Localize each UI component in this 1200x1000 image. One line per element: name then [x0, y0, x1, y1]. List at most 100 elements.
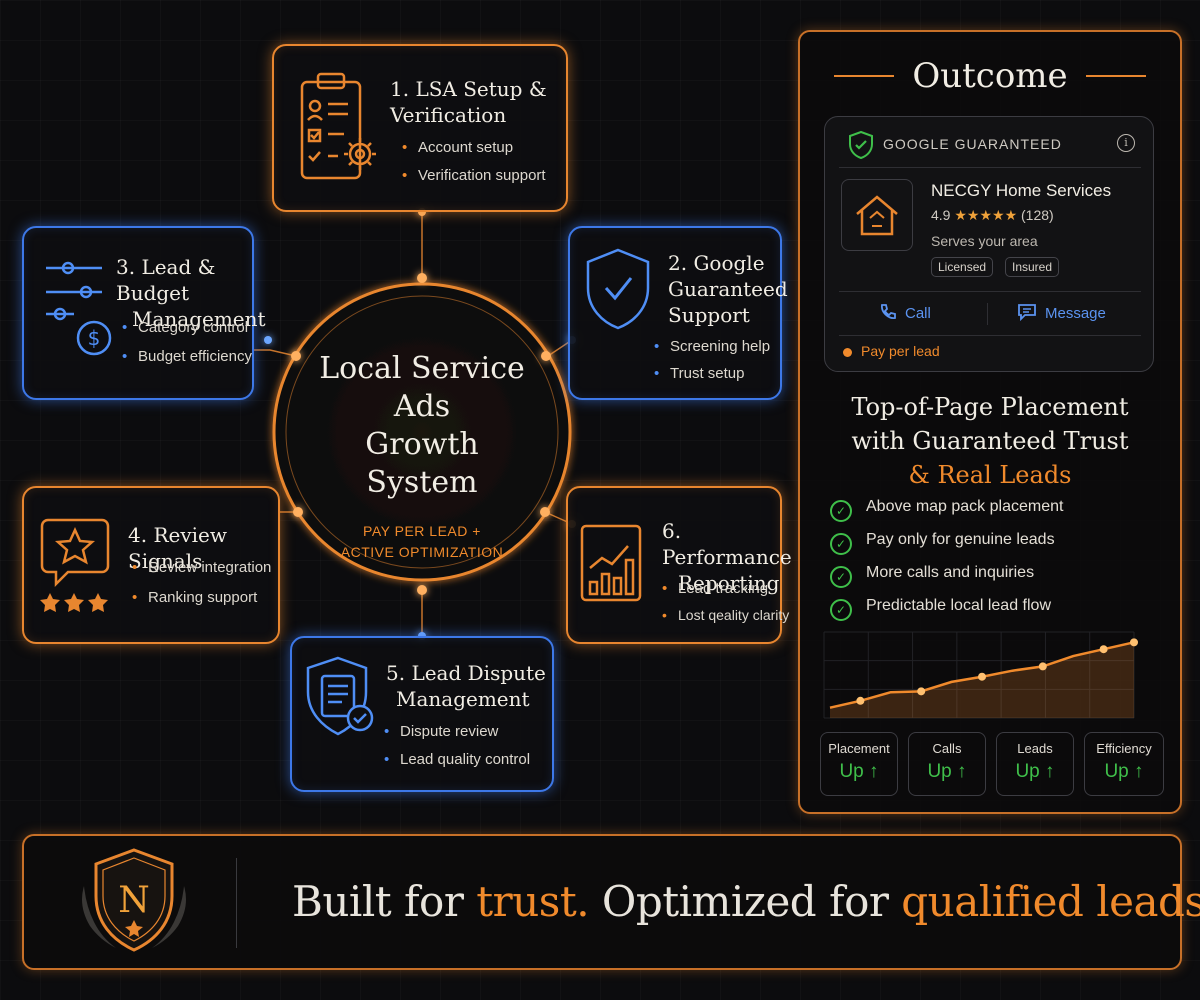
card-1-bullet-1: Account setup: [402, 139, 513, 156]
footer-tagline: Built for trust. Optimized for qualified…: [292, 876, 1200, 928]
info-icon[interactable]: i: [1117, 134, 1135, 152]
metric-label: Calls: [932, 741, 962, 756]
message-button[interactable]: Message: [1017, 303, 1106, 322]
metric-label: Placement: [828, 741, 890, 756]
arrow-up-icon: ↑: [1039, 761, 1055, 782]
card-2-title-line-3: Support: [668, 303, 750, 327]
metric-value: Up ↑: [821, 761, 897, 783]
card-2-bullet-2: Trust setup: [654, 365, 744, 382]
headline-line-1: Top-of-Page Placement: [851, 393, 1129, 421]
footer-banner: N Built for trust. Optimized for qualifi…: [22, 834, 1200, 970]
card-4-bullet-1: Review integration: [132, 559, 271, 576]
outcome-heading-row: Outcome: [800, 56, 1180, 96]
card-lead-budget: $ 3. Lead & Budget Management Category c…: [22, 226, 266, 400]
call-button[interactable]: Call: [879, 303, 931, 322]
check-item: ✓Predictable local lead flow: [830, 597, 1160, 630]
card-1-bullet-2: Verification support: [402, 167, 546, 184]
card-review-signals: 4. Review Signals Review integration Ran…: [22, 486, 280, 644]
pay-per-lead-note: Pay per lead: [861, 343, 940, 359]
heading-divider-right: [1086, 75, 1147, 77]
trend-point: [1130, 638, 1138, 647]
business-logo: [841, 179, 913, 251]
business-name: NECGY Home Services: [931, 181, 1112, 200]
guaranteed-badge: GOOGLE GUARANTEED: [883, 136, 1062, 152]
card-3-bullet-1: Category control: [122, 319, 248, 336]
card-6-bullet-1: Lead tracking: [662, 580, 768, 597]
ad-divider-top: [839, 167, 1141, 168]
svg-text:$: $: [88, 326, 101, 350]
action-divider: [987, 303, 988, 325]
metric-placement: Placement Up ↑: [820, 732, 898, 796]
card-4-bullet-2: Ranking support: [132, 589, 257, 606]
verified-shield-icon: [849, 130, 873, 160]
hub-title-line-1: Local Service Ads: [319, 351, 525, 424]
checklist: ✓Above map pack placement ✓ Pay only for …: [830, 498, 1160, 630]
card-google-guaranteed: 2. Google Guaranteed Support Screening h…: [568, 226, 788, 400]
check-icon: ✓: [830, 566, 852, 588]
shield-document-icon: [306, 656, 374, 736]
metric-label: Efficiency: [1096, 741, 1152, 756]
tag-insured: Insured: [1005, 257, 1060, 277]
check-text: Predictable local lead flow: [866, 597, 1051, 614]
card-6-bullet-2: Lost qeality clarity: [662, 607, 789, 623]
phone-icon: [881, 304, 896, 319]
metric-value-text: Up: [1104, 761, 1129, 782]
hub-subtitle-line-1: PAY PER LEAD +: [363, 523, 481, 539]
ad-divider-mid: [839, 291, 1141, 292]
card-performance-reporting: 6. Performance Reporting Lead tracking L…: [566, 486, 792, 644]
card-3-bullet-2: Budget efficiency: [122, 348, 252, 365]
trend-point: [1038, 662, 1047, 671]
outcome-headline: Top-of-Page Placement with Guaranteed Tr…: [800, 390, 1180, 492]
card-1-title-line-1: 1. LSA Setup &: [390, 77, 547, 101]
shield-crest-logo: N: [82, 848, 186, 952]
clipboard-gear-icon: [300, 72, 376, 180]
trend-point: [1099, 645, 1108, 654]
metric-value: Up ↑: [1085, 761, 1163, 783]
house-icon: [856, 195, 898, 236]
card-lsa-setup: 1. LSA Setup & Verification Account setu…: [272, 44, 568, 212]
rating-value: 4.9: [931, 207, 951, 223]
metric-efficiency: Efficiency Up ↑: [1084, 732, 1164, 796]
tagline-part-1: Built for: [292, 877, 477, 926]
heading-divider-left: [833, 75, 894, 77]
check-text: Pay only for genuine leads: [866, 531, 1055, 548]
card-3-title-line-1: 3. Lead & Budget: [116, 255, 216, 305]
lsa-ad-card: GOOGLE GUARANTEED i NECGY Home Services …: [824, 116, 1154, 372]
metric-value: Up ↑: [997, 761, 1073, 783]
check-icon: ✓: [830, 500, 852, 522]
trend-point: [856, 696, 865, 705]
rating-row: 4.9 ★★★★★ (128): [931, 207, 1054, 224]
star-review-icon: [40, 518, 110, 612]
metric-value-text: Up: [927, 761, 952, 782]
check-item: ✓ Pay only for genuine leads: [830, 531, 1160, 564]
hub-subtitle-line-2: ACTIVE OPTIMIZATION: [340, 544, 504, 560]
review-count: (128): [1021, 207, 1054, 223]
metrics-row: Placement Up ↑ Calls Up ↑ Leads Up ↑ Eff…: [820, 732, 1164, 796]
metric-label: Leads: [1017, 741, 1053, 756]
chart-report-icon: [580, 524, 642, 602]
card-5-title-line-2: Management: [396, 687, 530, 711]
card-1-title-line-2: Verification: [390, 103, 507, 127]
hub: Local Service Ads Growth System PAY PER …: [290, 350, 554, 562]
shield-check-icon: [586, 248, 650, 330]
tag-licensed: Licensed: [931, 257, 994, 277]
card-5-bullet-2: Lead quality control: [384, 751, 530, 768]
serves-area: Serves your area: [931, 233, 1038, 249]
check-icon: ✓: [830, 533, 852, 555]
card-2-title-line-1: 2. Google: [668, 251, 765, 275]
metric-value-text: Up: [1015, 761, 1040, 782]
hub-title-line-3: System: [366, 465, 478, 500]
metric-leads: Leads Up ↑: [996, 732, 1074, 796]
metric-calls: Calls Up ↑: [908, 732, 986, 796]
card-6-title-line-1: 6. Performance: [662, 519, 792, 569]
call-label: Call: [905, 305, 931, 322]
arrow-up-icon: ↑: [951, 761, 967, 782]
outcome-heading: Outcome: [912, 56, 1068, 96]
check-item: ✓Above map pack placement: [830, 498, 1160, 531]
arrow-up-icon: ↑: [1128, 761, 1144, 782]
ad-divider-bottom: [839, 335, 1141, 336]
ppl-dot: [843, 348, 852, 357]
metric-value-text: Up: [839, 761, 864, 782]
growth-trend-chart: [823, 631, 1138, 719]
card-2-bullet-1: Screening help: [654, 338, 770, 355]
